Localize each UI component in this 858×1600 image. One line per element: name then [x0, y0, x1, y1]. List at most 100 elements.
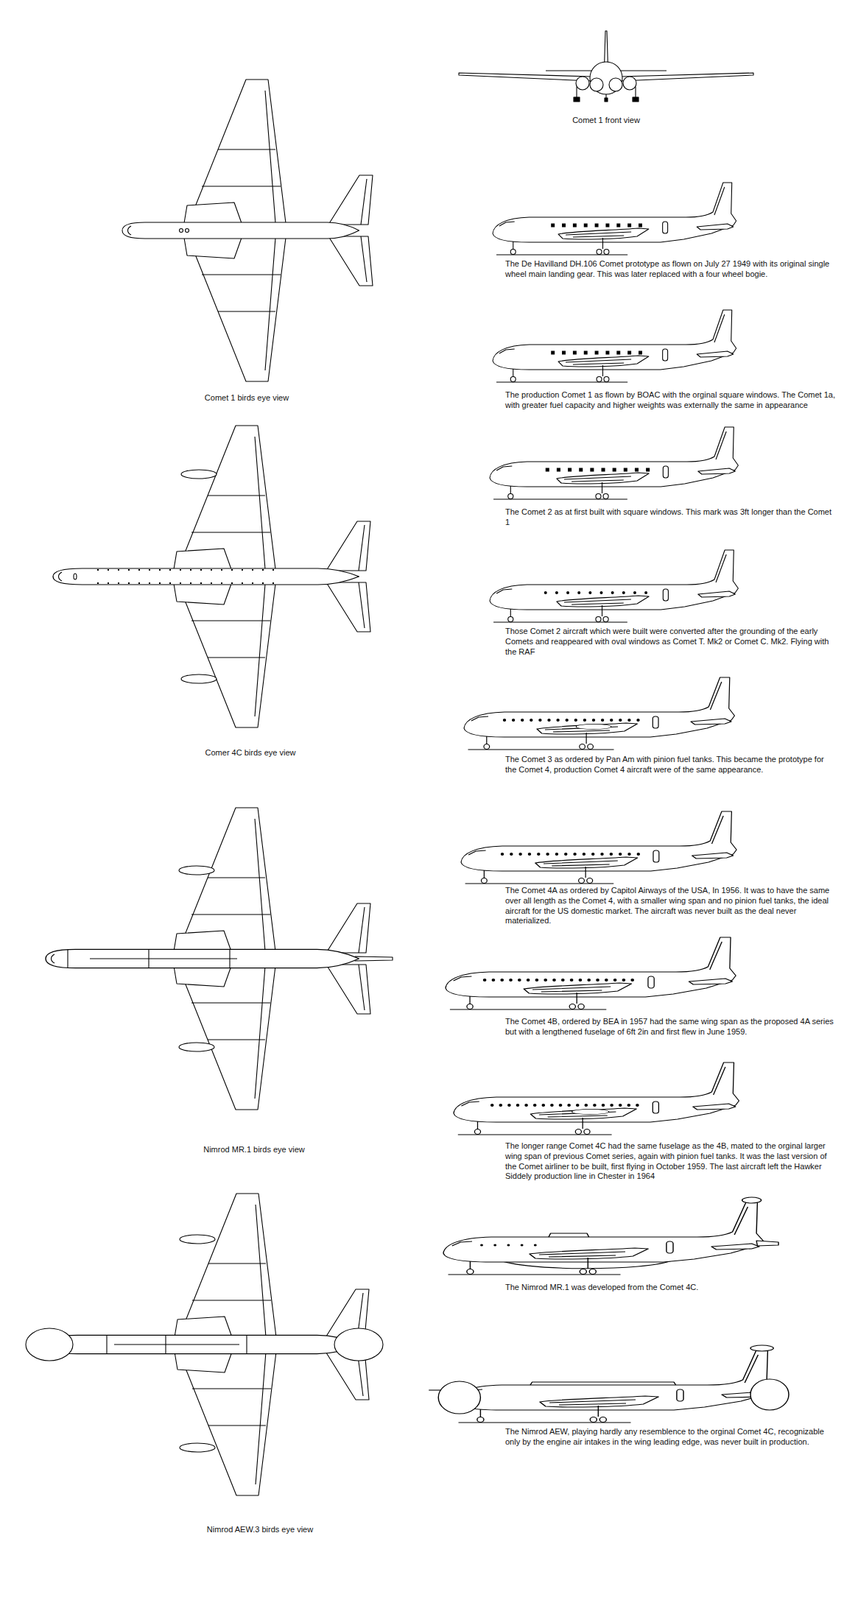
comet1-plan	[122, 79, 373, 382]
wing-half	[174, 1352, 277, 1496]
comet4b-side	[445, 937, 736, 1010]
fin-pod	[742, 1197, 762, 1204]
view-title: Nimrod AEW.3 birds eye view	[112, 1525, 408, 1536]
engine	[575, 76, 590, 90]
nimrod-mr1-plan	[45, 807, 393, 1110]
cockpit	[128, 226, 132, 235]
oval-windows	[504, 718, 643, 722]
comet2-converted-side	[489, 550, 738, 623]
wing-half	[174, 1193, 277, 1338]
pinion-tank	[179, 1443, 216, 1453]
detail	[73, 573, 77, 580]
square-windows	[545, 468, 652, 473]
caption-text: The Comet 4B, ordered by BEA in 1957 had…	[505, 1017, 837, 1038]
wheels	[604, 97, 608, 102]
fuselage	[47, 1335, 359, 1354]
fuselage	[122, 222, 360, 239]
panel-lines	[67, 950, 238, 968]
airframe	[453, 1062, 739, 1135]
tail-half	[326, 582, 371, 632]
wing-half	[184, 237, 286, 382]
tail-half	[326, 521, 371, 571]
comet4c-plan	[53, 425, 371, 728]
pinion-tank	[178, 866, 215, 875]
nimrod-aew-side	[428, 1345, 789, 1423]
airframe	[443, 1202, 763, 1275]
airframe	[489, 550, 738, 623]
wing	[458, 72, 592, 82]
airframe	[492, 182, 737, 255]
dorsal-fairing	[530, 1382, 677, 1386]
wing-half	[184, 79, 286, 224]
oval-windows	[484, 978, 641, 982]
pinion-tank	[181, 674, 217, 684]
airframe	[461, 811, 737, 884]
nose-radome	[438, 1381, 481, 1415]
comet1-front-view	[458, 30, 754, 102]
wing	[620, 72, 754, 82]
panel-lines	[106, 1335, 247, 1354]
airframe	[453, 1350, 774, 1423]
wing-half	[173, 584, 276, 728]
engine	[623, 76, 637, 90]
cockpit	[58, 572, 63, 582]
view-title: Nimrod MR.1 birds eye view	[106, 1145, 402, 1156]
wheels	[632, 97, 639, 102]
comet1-side	[492, 310, 737, 383]
pinion-tank	[181, 469, 217, 479]
pinion-tank	[178, 1042, 215, 1052]
fuselage	[45, 949, 359, 968]
caption-text: The longer range Comet 4C had the same f…	[505, 1141, 837, 1183]
nose-radome	[25, 1328, 73, 1362]
tail-radome	[750, 1379, 789, 1411]
caption-text: The Nimrod AEW, playing hardly any resem…	[505, 1427, 837, 1448]
wing-half	[173, 966, 276, 1110]
view-title: Comet 1 front view	[458, 115, 754, 126]
oval-windows	[502, 852, 645, 856]
comet4a-side	[461, 811, 737, 884]
comet3-side	[463, 677, 735, 750]
oval-windows	[545, 591, 652, 595]
windows	[97, 569, 274, 571]
airframe	[489, 427, 738, 500]
tail-half	[328, 175, 373, 225]
caption-text: The production Comet 1 as flown by BOAC …	[505, 390, 837, 411]
comet2-side	[489, 427, 738, 500]
pinion-tank	[572, 1109, 610, 1115]
wing-half	[173, 425, 276, 570]
comet-prototype-side	[492, 182, 737, 255]
pinion-tank	[179, 1235, 216, 1244]
square-windows	[550, 223, 650, 228]
tail-radome	[334, 1328, 383, 1362]
oval-windows	[491, 1103, 646, 1107]
caption-text: The Comet 3 as ordered by Pan Am with pi…	[505, 754, 837, 776]
caption-text: The De Havilland DH.106 Comet prototype …	[505, 259, 837, 280]
detail	[185, 229, 190, 233]
fin-pod	[750, 1345, 774, 1352]
wheels	[573, 97, 580, 102]
tail-half	[326, 964, 371, 1015]
engine	[609, 78, 623, 92]
mad-boom	[756, 1240, 779, 1247]
cockpit	[51, 954, 56, 964]
square-windows	[550, 351, 650, 355]
windows	[481, 1244, 549, 1247]
nimrod-aew3-plan	[25, 1193, 383, 1496]
wing-half	[173, 807, 276, 952]
fuselage	[53, 568, 359, 585]
dorsal-fairing	[548, 1233, 590, 1238]
caption-text: Those Comet 2 aircraft which were built …	[505, 626, 837, 657]
caption-text: The Nimrod MR.1 was developed from the C…	[505, 1282, 837, 1294]
airframe	[492, 310, 737, 383]
view-title: Comet 1 birds eye view	[99, 393, 395, 404]
comet4c-side	[453, 1062, 739, 1135]
tail-half	[328, 236, 373, 286]
fuselage	[589, 61, 623, 95]
caption-text: The Comet 4A as ordered by Capitol Airwa…	[505, 885, 837, 927]
tail-half	[326, 903, 371, 954]
windows	[97, 582, 274, 585]
airframe	[463, 677, 735, 750]
